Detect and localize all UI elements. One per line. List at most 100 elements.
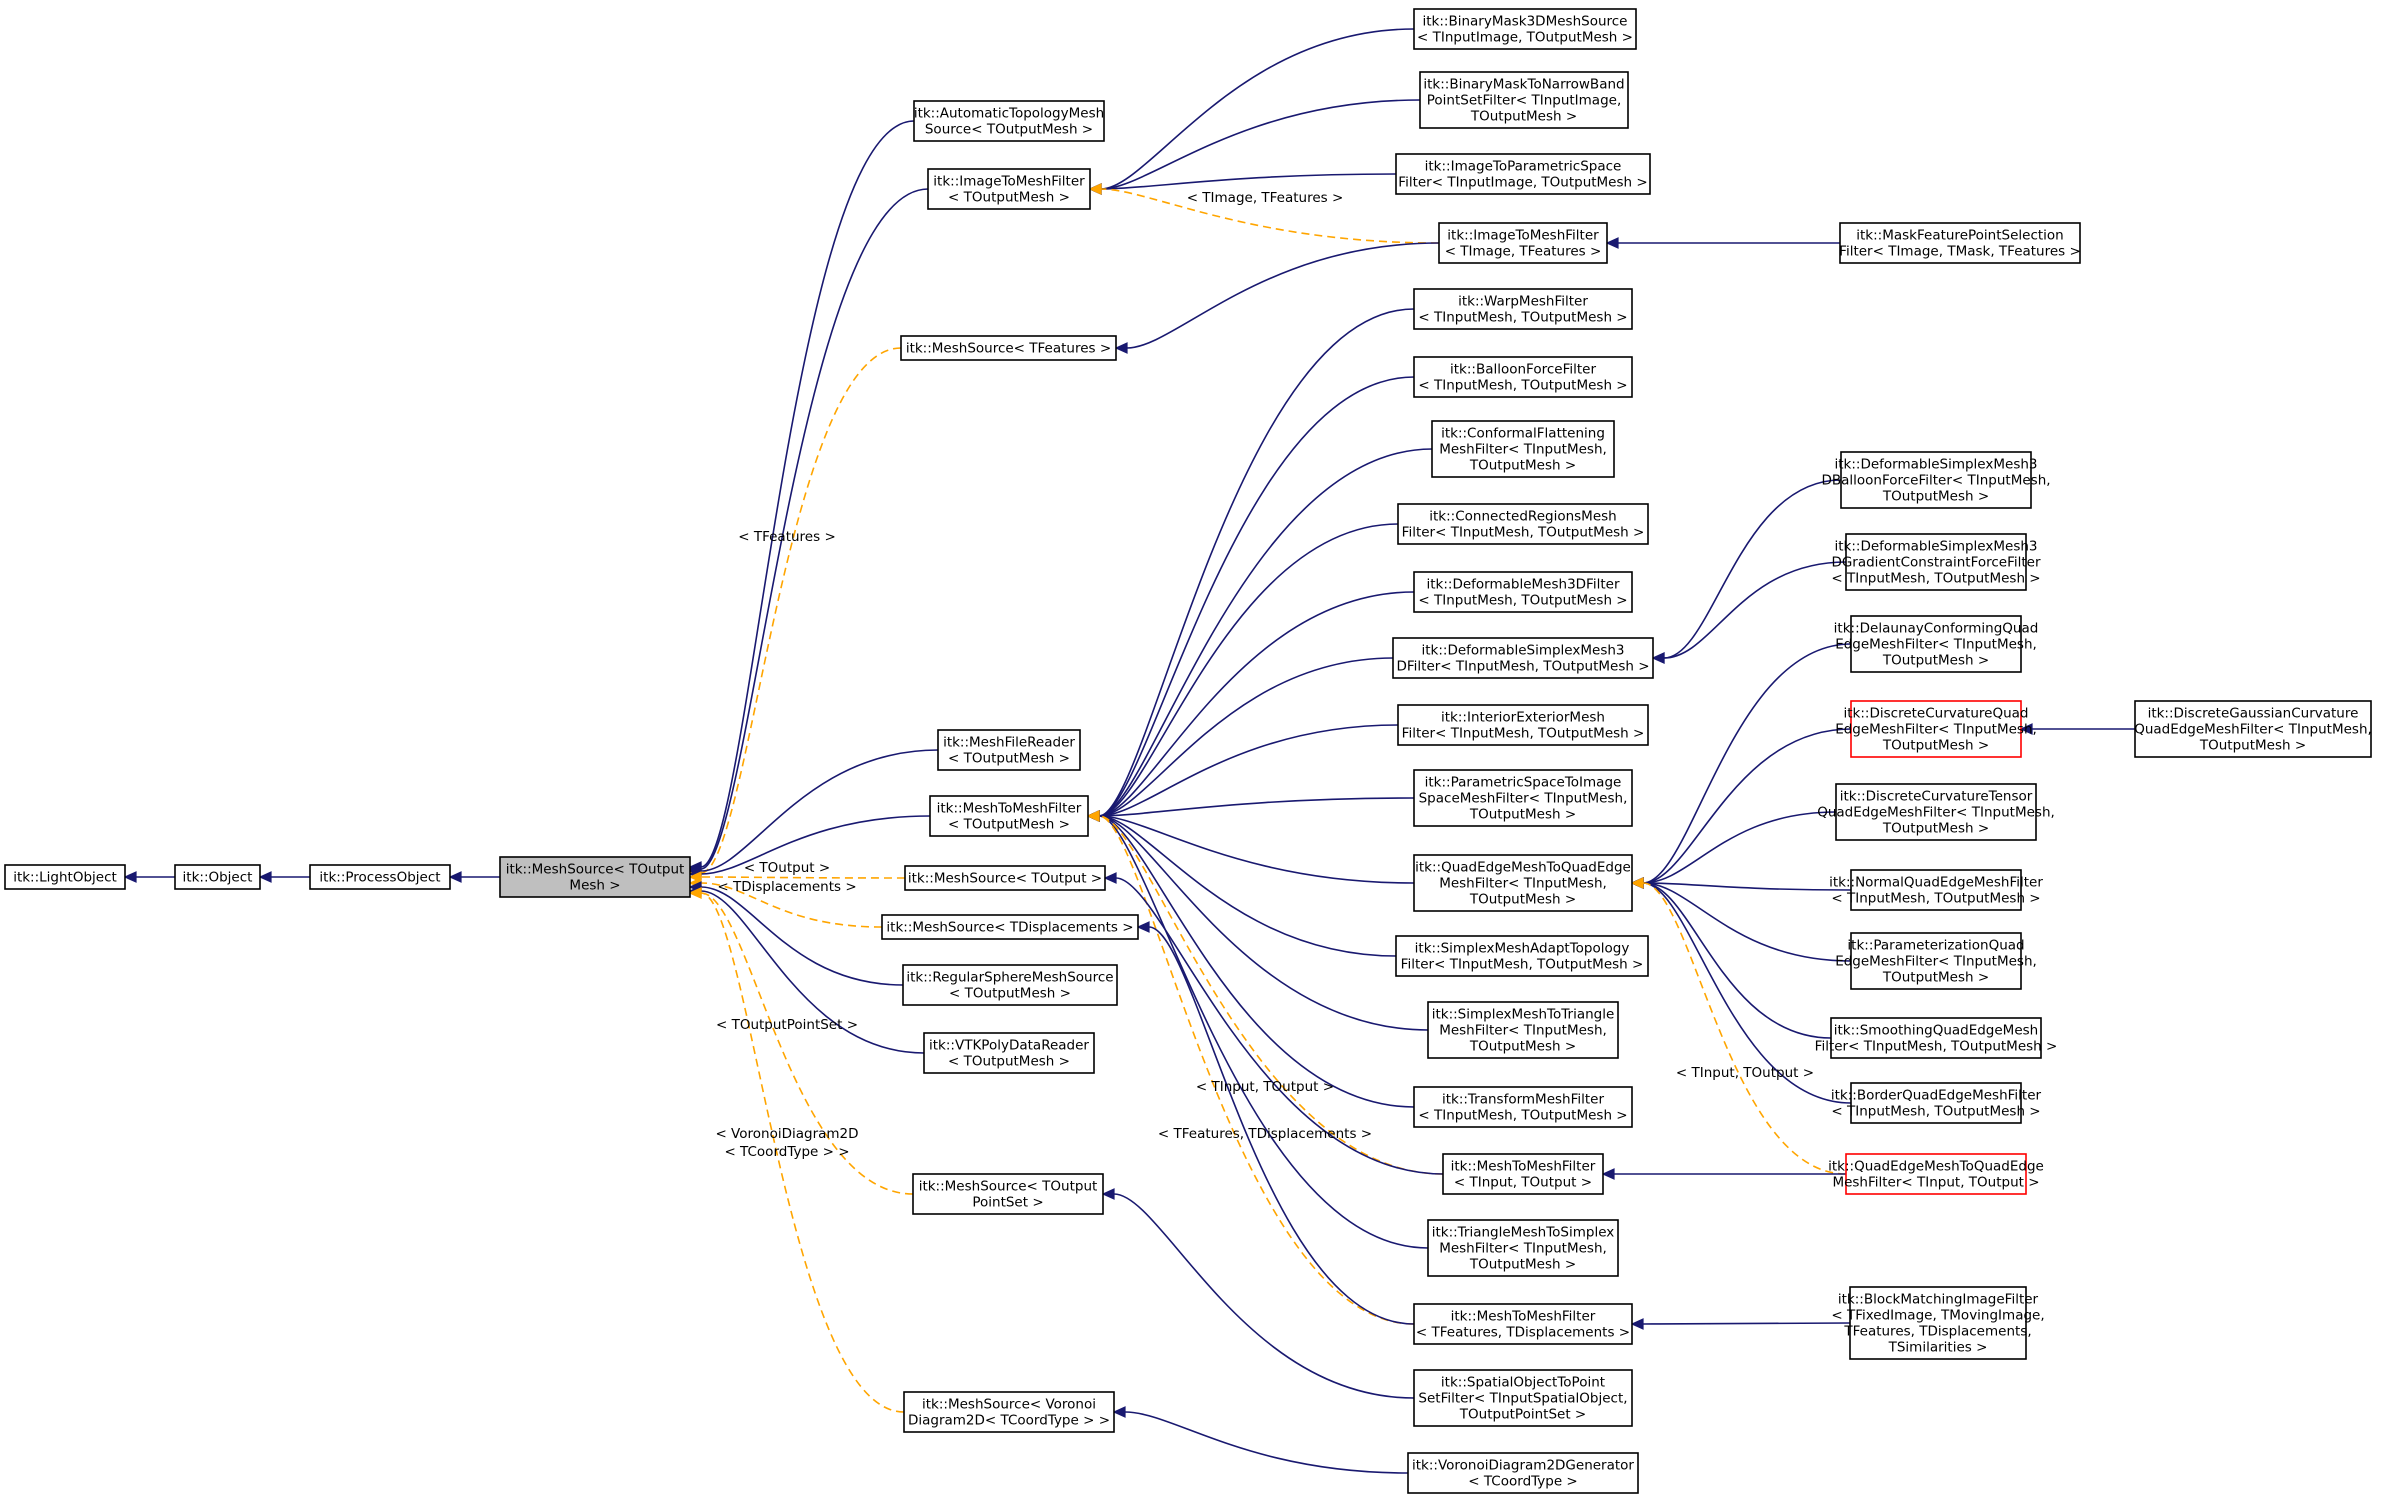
node-label-line: MeshFilter< TInputMesh, [1439, 876, 1607, 892]
edge-lightobject-to-object [123, 871, 175, 883]
arrowhead [1101, 1188, 1115, 1200]
node-label-line: PointSetFilter< TInputImage, [1427, 93, 1622, 109]
arrowhead [1112, 1406, 1126, 1418]
node-label-line: QuadEdgeMeshFilter< TInputMesh, [2134, 722, 2372, 738]
class-node-processobject[interactable]: itk::ProcessObject [309, 864, 451, 890]
class-node-binarymasknarrow[interactable]: itk::BinaryMaskToNarrowBandPointSetFilte… [1419, 71, 1629, 129]
class-node-ms-voronoi[interactable]: itk::MeshSource< VoronoiDiagram2D< TCoor… [903, 1391, 1115, 1433]
node-label-line: itk::VoronoiDiagram2DGenerator [1412, 1458, 1634, 1474]
node-label-line: Filter< TInputMesh, TOutputMesh > [1401, 957, 1644, 973]
class-node-vtkpolydata[interactable]: itk::VTKPolyDataReader< TOutputMesh > [923, 1032, 1095, 1074]
edge-defsimplexballoon-to-defsimplex3d [1651, 479, 1842, 664]
class-node-defsimplexgradient[interactable]: itk::DeformableSimplexMesh3DGradientCons… [1831, 533, 2041, 591]
class-node-meshtomesh-tfd[interactable]: itk::MeshToMeshFilter< TFeatures, TDispl… [1413, 1303, 1633, 1345]
class-node-defsimplexballoon[interactable]: itk::DeformableSimplexMesh3DBalloonForce… [1821, 451, 2051, 509]
edge-ms-tfeatures-to-meshsource [688, 347, 902, 879]
class-node-binarymask3d[interactable]: itk::BinaryMask3DMeshSource< TInputImage… [1413, 8, 1637, 50]
node-label-line: MeshFilter< TInputMesh, [1439, 1023, 1607, 1039]
class-node-ms-tfeatures[interactable]: itk::MeshSource< TFeatures > [900, 335, 1117, 361]
node-box [929, 795, 1089, 837]
edge-automatictopology-to-meshsource [688, 120, 915, 873]
node-label-line: Mesh > [569, 878, 620, 894]
node-label-line: DBalloonForceFilter< TInputMesh, [1821, 473, 2050, 489]
class-node-normalquad[interactable]: itk::NormalQuadEdgeMeshFilter< TInputMes… [1829, 869, 2043, 911]
edge-imagetomesh-tf-to-ms-tfeatures [1114, 242, 1440, 354]
class-node-meshtomesh-tio[interactable]: itk::MeshToMeshFilter< TInput, TOutput > [1442, 1153, 1604, 1195]
node-label-line: EdgeMeshFilter< TInputMesh, [1835, 637, 2037, 653]
class-node-deformable3d[interactable]: itk::DeformableMesh3DFilter< TInputMesh,… [1413, 571, 1633, 613]
class-node-paramspacetoimage[interactable]: itk::ParametricSpaceToImageSpaceMeshFilt… [1413, 769, 1633, 827]
node-label-line: TOutputMesh > [1469, 1039, 1576, 1055]
arrowhead [1114, 342, 1128, 354]
node-box [1850, 932, 2022, 990]
class-node-transformmesh[interactable]: itk::TransformMeshFilter< TInputMesh, TO… [1413, 1086, 1633, 1128]
class-node-borderquad[interactable]: itk::BorderQuadEdgeMeshFilter< TInputMes… [1831, 1082, 2042, 1124]
edge-ms-voronoi-to-meshsource [688, 887, 905, 1413]
node-box [309, 864, 451, 890]
class-node-object[interactable]: itk::Object [174, 864, 261, 890]
class-node-parameterization[interactable]: itk::ParameterizationQuadEdgeMeshFilter<… [1835, 932, 2037, 990]
class-node-imagetomesh[interactable]: itk::ImageToMeshFilter< TOutputMesh > [927, 168, 1091, 210]
class-node-warpmesh[interactable]: itk::WarpMeshFilter< TInputMesh, TOutput… [1413, 288, 1633, 330]
node-box [1840, 451, 2032, 509]
node-label-line: Diagram2D< TCoordType > > [908, 1413, 1110, 1429]
class-node-meshtomesh[interactable]: itk::MeshToMeshFilter< TOutputMesh > [929, 795, 1089, 837]
node-label-line: TOutputMesh > [1882, 970, 1989, 986]
edge-meshtomesh-tio-to-ms-toutput [1103, 872, 1444, 1175]
class-node-discretegaussian[interactable]: itk::DiscreteGaussianCurvatureQuadEdgeMe… [2134, 700, 2372, 758]
class-node-ms-pointset[interactable]: itk::MeshSource< TOutputPointSet > [912, 1173, 1104, 1215]
node-label-line: MeshFilter< TInput, TOutput > [1832, 1175, 2039, 1191]
node-label-line: Filter< TImage, TMask, TFeatures > [1839, 244, 2081, 260]
node-box [1413, 1086, 1633, 1128]
node-label-line: < TInputMesh, TOutputMesh > [1831, 891, 2040, 907]
node-box [1413, 571, 1633, 613]
class-node-imagetomesh-tf[interactable]: itk::ImageToMeshFilter< TImage, TFeature… [1438, 222, 1608, 264]
node-box [902, 964, 1118, 1006]
node-box [1392, 637, 1654, 679]
arrowhead [1605, 237, 1619, 249]
class-node-voronoigen[interactable]: itk::VoronoiDiagram2DGenerator< TCoordTy… [1407, 1452, 1639, 1494]
edge-blockmatching-to-meshtomesh-tfd [1630, 1318, 1851, 1330]
class-node-blockmatching[interactable]: itk::BlockMatchingImageFilter< TFixedIma… [1831, 1286, 2045, 1360]
node-label-line: itk::MeshToMeshFilter [1451, 1159, 1596, 1175]
class-node-delaunay[interactable]: itk::DelaunayConformingQuadEdgeMeshFilte… [1834, 615, 2039, 673]
node-box [1850, 615, 2022, 673]
edge-quadedge-tio-to-meshtomesh-tio [1601, 1168, 1846, 1180]
node-label-line: MeshFilter< TInputMesh, [1439, 1241, 1607, 1257]
node-label-line: TOutputMesh > [2199, 738, 2306, 754]
class-node-lightobject[interactable]: itk::LightObject [4, 864, 126, 890]
class-node-regularsphere[interactable]: itk::RegularSphereMeshSource< TOutputMes… [902, 964, 1118, 1006]
class-node-ms-toutput[interactable]: itk::MeshSource< TOutput > [904, 865, 1106, 891]
class-node-discretecurvtensor[interactable]: itk::DiscreteCurvatureTensorQuadEdgeMesh… [1817, 783, 2055, 841]
edge-label: < TOutputPointSet > [716, 1017, 858, 1033]
node-label-line: TOutputMesh > [1882, 653, 1989, 669]
node-box [903, 1391, 1115, 1433]
class-node-meshsource[interactable]: itk::MeshSource< TOutputMesh > [499, 856, 691, 898]
class-node-balloonforce[interactable]: itk::BalloonForceFilter< TInputMesh, TOu… [1413, 356, 1633, 398]
class-node-discretecurvquad[interactable]: itk::DiscreteCurvatureQuadEdgeMeshFilter… [1835, 700, 2037, 758]
node-label-line: itk::ProcessObject [319, 870, 440, 886]
node-label-line: itk::DeformableSimplexMesh3 [1834, 539, 2037, 555]
node-label-line: < TInputMesh, TOutputMesh > [1831, 571, 2040, 587]
edge-imagetomesh-tf-to-imagetomesh [1088, 183, 1440, 244]
node-label-line: TOutputMesh > [1882, 738, 1989, 754]
node-label-line: SpaceMeshFilter< TInputMesh, [1419, 791, 1628, 807]
node-label-line: itk::BinaryMask3DMeshSource [1422, 14, 1627, 30]
edge-delaunay-to-quadedge [1630, 643, 1852, 889]
class-node-meshfilereader[interactable]: itk::MeshFileReader< TOutputMesh > [937, 729, 1081, 771]
class-node-ms-tdisp[interactable]: itk::MeshSource< TDisplacements > [881, 914, 1139, 940]
